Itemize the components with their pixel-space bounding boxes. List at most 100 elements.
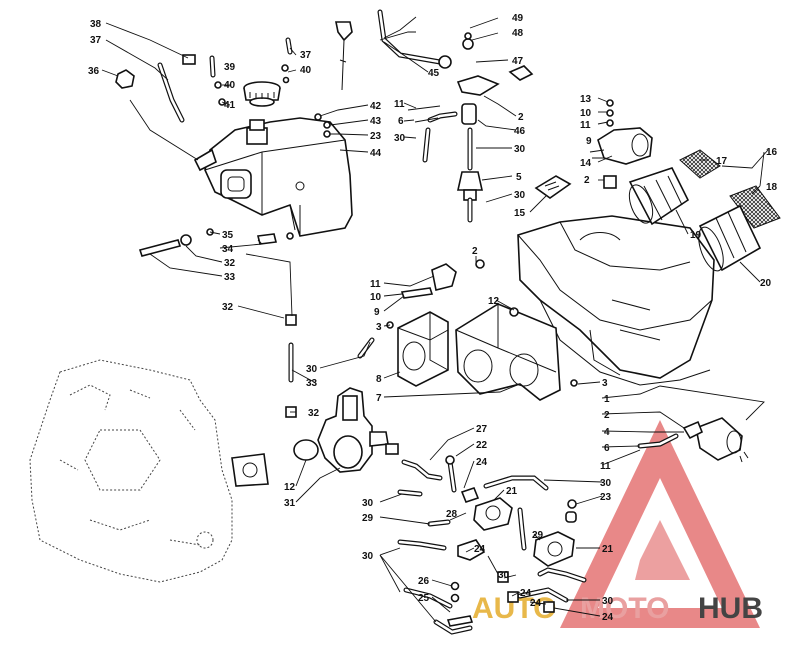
callout-11: 11 bbox=[370, 279, 381, 290]
callout-25: 25 bbox=[418, 593, 430, 604]
inline-fuel-filter bbox=[457, 171, 483, 223]
watermark-triangle bbox=[560, 420, 760, 628]
fuel-cap bbox=[243, 81, 281, 107]
callout-9: 9 bbox=[586, 136, 592, 147]
callout-30: 30 bbox=[600, 478, 612, 489]
vent-valve-assembly bbox=[407, 32, 534, 171]
callout-11: 11 bbox=[580, 120, 591, 131]
callout-23: 23 bbox=[370, 131, 382, 142]
callout-40: 40 bbox=[224, 80, 236, 91]
callout-12: 12 bbox=[284, 482, 296, 493]
callout-40: 40 bbox=[300, 65, 312, 76]
callout-24: 24 bbox=[520, 588, 532, 599]
callout-30: 30 bbox=[514, 144, 526, 155]
engine-block bbox=[29, 359, 233, 583]
callout-8: 8 bbox=[376, 374, 382, 385]
callout-29: 29 bbox=[362, 513, 374, 524]
watermark-moto-text: MOTO bbox=[580, 592, 669, 625]
callout-30: 30 bbox=[498, 570, 510, 581]
callout-numbers: 38 37 36 39 40 41 37 40 49 48 47 45 42 4… bbox=[88, 13, 778, 623]
callout-36: 36 bbox=[88, 66, 100, 77]
callout-44: 44 bbox=[370, 148, 382, 159]
callout-19: 19 bbox=[690, 230, 702, 241]
callout-24: 24 bbox=[476, 457, 488, 468]
callout-12: 12 bbox=[488, 296, 500, 307]
fuel-tank bbox=[204, 117, 353, 237]
callout-21: 21 bbox=[506, 486, 518, 497]
callout-26: 26 bbox=[418, 576, 430, 587]
callout-29: 29 bbox=[532, 530, 544, 541]
callout-32: 32 bbox=[308, 408, 320, 419]
callout-32: 32 bbox=[224, 258, 236, 269]
callout-30: 30 bbox=[362, 551, 374, 562]
callout-24: 24 bbox=[602, 612, 614, 623]
callout-1: 1 bbox=[604, 394, 610, 405]
callout-41: 41 bbox=[224, 100, 236, 111]
callout-35: 35 bbox=[222, 230, 234, 241]
callout-30: 30 bbox=[514, 190, 526, 201]
callout-27: 27 bbox=[476, 424, 488, 435]
fuel-pump-lower-right bbox=[533, 511, 577, 567]
callout-33: 33 bbox=[224, 272, 236, 283]
callout-33: 33 bbox=[306, 378, 318, 389]
callout-37: 37 bbox=[300, 50, 312, 61]
callout-21: 21 bbox=[602, 544, 614, 555]
automotohub-watermark: AUTO MOTO HUB bbox=[472, 420, 763, 628]
callout-23: 23 bbox=[600, 492, 612, 503]
carb-flange-adapter bbox=[231, 453, 269, 487]
callout-43: 43 bbox=[370, 116, 382, 127]
callout-30: 30 bbox=[306, 364, 318, 375]
callout-2: 2 bbox=[518, 112, 524, 123]
callout-32: 32 bbox=[222, 302, 234, 313]
callout-4: 4 bbox=[604, 427, 610, 438]
callout-3: 3 bbox=[602, 378, 608, 389]
callout-10: 10 bbox=[370, 292, 382, 303]
callout-30: 30 bbox=[362, 498, 374, 509]
callout-47: 47 bbox=[512, 56, 524, 67]
callout-17: 17 bbox=[716, 156, 728, 167]
callout-48: 48 bbox=[512, 28, 524, 39]
callout-38: 38 bbox=[90, 19, 102, 30]
callout-11: 11 bbox=[600, 461, 611, 472]
callout-10: 10 bbox=[580, 108, 592, 119]
intake-tubes bbox=[628, 167, 762, 272]
callout-30: 30 bbox=[602, 596, 614, 607]
fuel-pump-solenoid bbox=[589, 99, 653, 189]
callout-5: 5 bbox=[516, 172, 522, 183]
callout-28: 28 bbox=[446, 509, 458, 520]
callout-42: 42 bbox=[370, 101, 382, 112]
fuel-pump-lower-left bbox=[457, 487, 513, 561]
callout-39: 39 bbox=[224, 62, 236, 73]
callout-15: 15 bbox=[514, 208, 526, 219]
fuel-hose-network bbox=[397, 433, 679, 635]
carburetor bbox=[293, 337, 399, 473]
callout-3: 3 bbox=[376, 322, 382, 333]
fuel-line-tank-to-carb bbox=[285, 314, 297, 418]
callout-2: 2 bbox=[584, 175, 590, 186]
fuel-outlet-fitting bbox=[138, 228, 294, 257]
primer-solenoid-right bbox=[682, 417, 749, 463]
callout-16: 16 bbox=[766, 147, 778, 158]
callout-37: 37 bbox=[90, 35, 102, 46]
callout-14: 14 bbox=[580, 158, 592, 169]
callout-31: 31 bbox=[284, 498, 296, 509]
callout-7: 7 bbox=[376, 393, 382, 404]
callout-6: 6 bbox=[604, 443, 610, 454]
fuel-clamps-and-tees bbox=[445, 455, 577, 627]
callout-30: 30 bbox=[394, 133, 406, 144]
mounting-bracket-15 bbox=[534, 175, 572, 199]
callout-6: 6 bbox=[398, 116, 404, 127]
callout-9: 9 bbox=[374, 307, 380, 318]
callout-45: 45 bbox=[428, 68, 440, 79]
callout-20: 20 bbox=[760, 278, 772, 289]
callout-49: 49 bbox=[512, 13, 524, 24]
callout-22: 22 bbox=[476, 440, 488, 451]
callout-34: 34 bbox=[222, 244, 234, 255]
callout-46: 46 bbox=[514, 126, 526, 137]
mounting-plate-bolts bbox=[386, 259, 578, 387]
callout-24: 24 bbox=[530, 598, 542, 609]
callout-2: 2 bbox=[604, 410, 610, 421]
leader-lines bbox=[101, 16, 769, 623]
callout-18: 18 bbox=[766, 182, 778, 193]
